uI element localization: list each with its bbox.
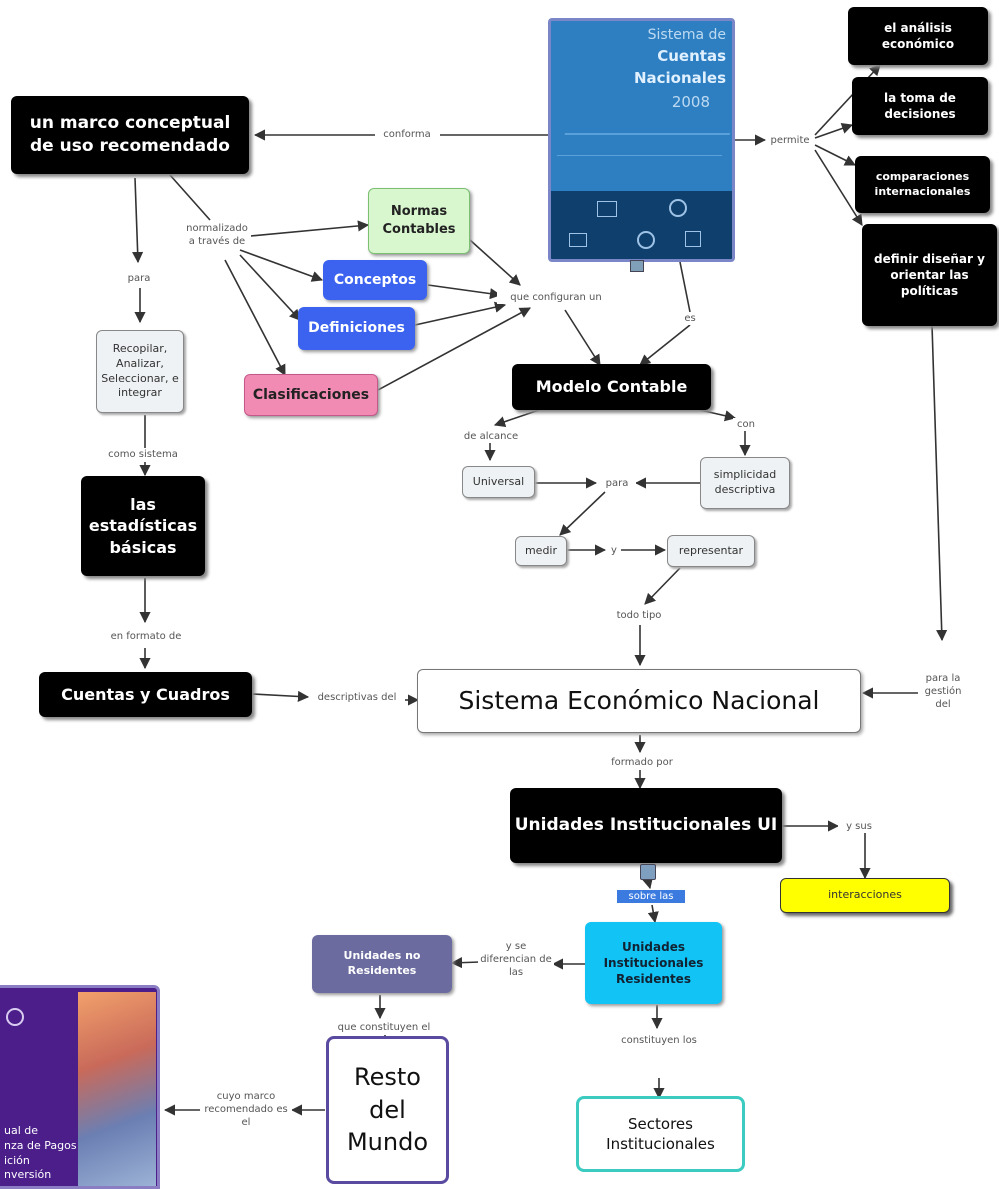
link-sobre-las: sobre las [617,890,685,903]
cover-emblem-icon [6,1008,24,1026]
link-formado-por: formado por [602,756,682,769]
link-para-recopilar: para [120,272,158,285]
node-normas-contables[interactable]: Normas Contables [368,188,470,254]
manual-line1: ual de [4,1124,39,1137]
resource-icon[interactable] [630,260,644,272]
cover-title-line3: Nacionales [633,69,726,87]
resource-icon[interactable] [640,864,656,880]
link-configuran: que configuran un [497,291,615,304]
node-cuentas-cuadros[interactable]: Cuentas y Cuadros [39,672,252,717]
node-simplicidad-descriptiva[interactable]: simplicidad descriptiva [700,457,790,509]
link-es: es [678,312,702,325]
node-medir[interactable]: medir [515,536,567,566]
node-clasificaciones[interactable]: Clasificaciones [244,374,378,416]
node-modelo-contable[interactable]: Modelo Contable [512,364,711,410]
node-toma-decisiones[interactable]: la toma de decisiones [852,77,988,135]
link-gestion: para la gestión del [918,672,968,711]
manual-line4: nversión [4,1168,52,1181]
link-conforma: conforma [376,128,438,141]
node-analisis-economico[interactable]: el análisis económico [848,7,988,65]
manual-line2: nza de Pagos [4,1139,77,1152]
link-y-sus: y sus [838,820,880,833]
node-interacciones[interactable]: interacciones [780,878,950,913]
link-que-constituyen: que constituyen el [322,1021,446,1034]
link-todo-tipo: todo tipo [604,609,674,622]
node-conceptos[interactable]: Conceptos [323,260,427,300]
node-definiciones[interactable]: Definiciones [298,307,415,350]
link-con: con [733,418,759,431]
link-de-alcance: de alcance [455,430,527,443]
link-diferencian: y se diferencian de las [478,940,554,979]
node-resto-del-mundo[interactable]: Resto del Mundo [326,1036,449,1184]
cover-decorative-image [78,992,156,1186]
sistema-cuentas-nacionales-cover[interactable]: Sistema de Cuentas Nacionales 2008 [548,18,735,262]
link-cuyo-marco: cuyo marco recomendado es el [200,1090,292,1129]
node-unidades-institucionales[interactable]: Unidades Institucionales UI [510,788,782,863]
cover-arrow-graphic [556,133,731,156]
node-representar[interactable]: representar [667,535,755,567]
cover-title-line2: Cuentas [657,47,726,65]
node-definir-politicas[interactable]: definir diseñar y orientar las políticas [862,224,997,326]
node-sectores-institucionales[interactable]: Sectores Institucionales [576,1096,745,1172]
node-unidades-residentes[interactable]: Unidades Institucionales Residentes [585,922,722,1004]
link-constituyen-los: constituyen los [612,1034,706,1047]
node-sistema-economico-nacional[interactable]: Sistema Económico Nacional [417,669,861,733]
node-recopilar[interactable]: Recopilar, Analizar, Seleccionar, e inte… [96,330,184,413]
link-permite: permite [766,134,814,147]
cover-logos-band [551,191,732,259]
link-para-medir: para [598,477,636,490]
node-estadisticas-basicas[interactable]: las estadísticas básicas [81,476,205,576]
link-como-sistema: como sistema [95,448,191,461]
node-comparaciones-internacionales[interactable]: comparaciones internacionales [855,156,990,213]
node-unidades-no-residentes[interactable]: Unidades no Residentes [312,935,452,993]
link-y: y [607,544,621,557]
manual-balanza-pagos-cover[interactable]: ual de nza de Pagos ición nversión [0,985,160,1189]
node-marco-conceptual[interactable]: un marco conceptual de uso recomendado [11,96,249,174]
manual-line3: ición [4,1154,30,1167]
link-normalizado: normalizado a través de [183,222,251,248]
cover-year: 2008 [671,93,710,111]
node-universal[interactable]: Universal [462,466,535,498]
cover-title-line1: Sistema de [647,27,726,43]
link-descriptivas: descriptivas del [309,691,405,704]
link-en-formato: en formato de [96,630,196,643]
